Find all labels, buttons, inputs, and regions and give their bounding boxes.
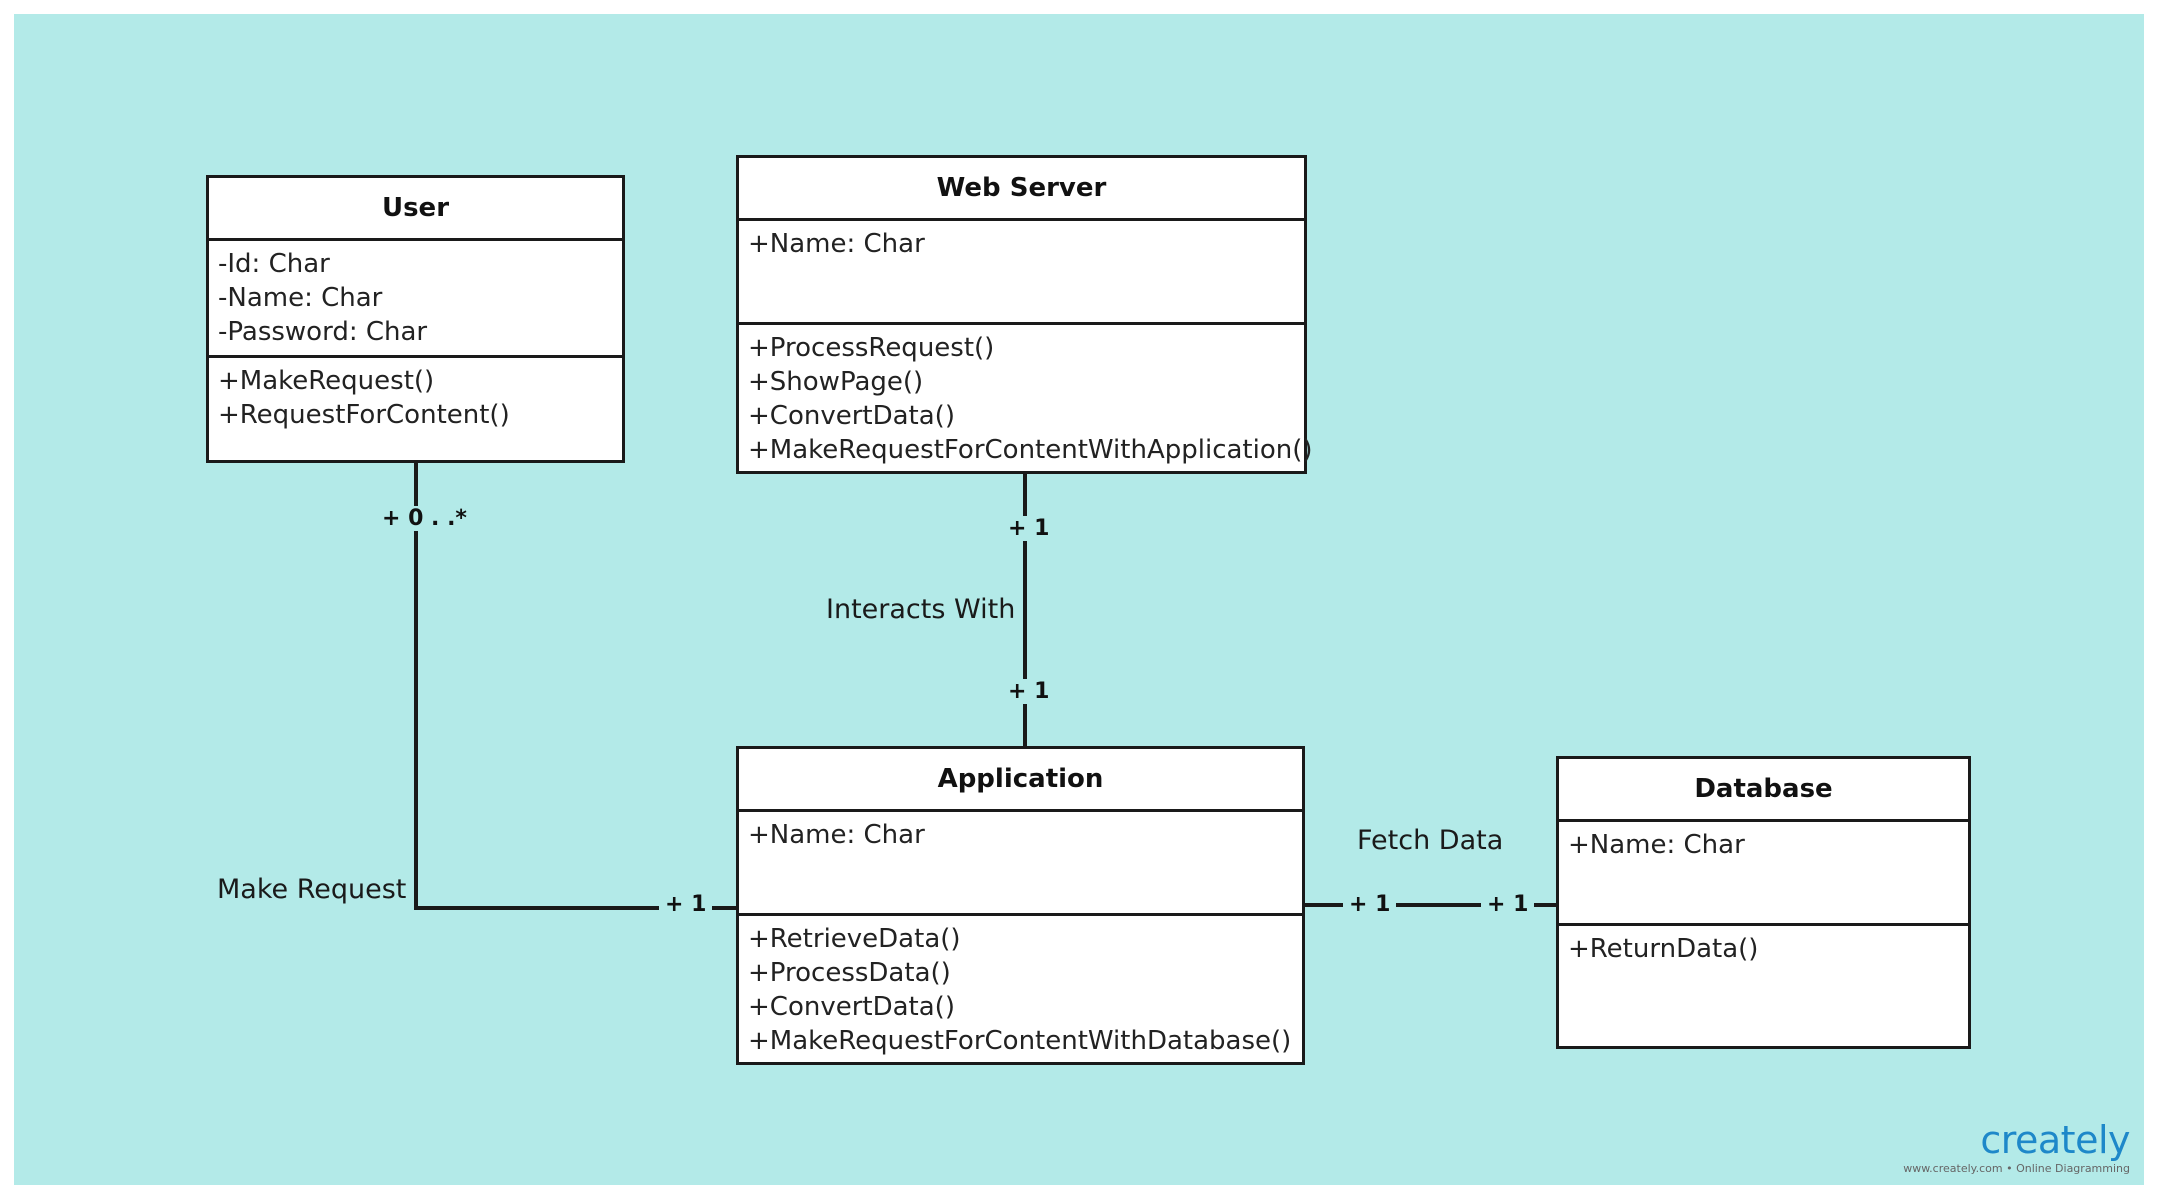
- method: +MakeRequestForContentWithApplication(): [748, 435, 1313, 465]
- class-application[interactable]: Application +Name: Char +RetrieveData() …: [736, 746, 1305, 1065]
- class-database-name: Database: [1559, 759, 1968, 822]
- class-user-name: User: [209, 178, 622, 241]
- method: +ReturnData(): [1568, 934, 1759, 964]
- class-application-attributes: +Name: Char: [739, 812, 1302, 916]
- multiplicity-user-make-request: + 0 . .*: [376, 506, 473, 531]
- class-database-attributes: +Name: Char: [1559, 822, 1968, 926]
- class-web-server-attributes: +Name: Char: [739, 221, 1304, 325]
- method: +ConvertData(): [748, 401, 955, 431]
- method: +ConvertData(): [748, 992, 955, 1022]
- class-web-server-name: Web Server: [739, 158, 1304, 221]
- association-label-make-request: Make Request: [217, 874, 407, 905]
- multiplicity-app-make-request: + 1: [659, 892, 713, 917]
- class-user-methods: +MakeRequest() +RequestForContent(): [209, 358, 622, 432]
- connector-user-vertical: [414, 462, 418, 910]
- attribute: -Id: Char: [218, 249, 330, 279]
- method: +ShowPage(): [748, 367, 924, 397]
- method: +ProcessRequest(): [748, 333, 995, 363]
- class-user-attributes: -Id: Char -Name: Char -Password: Char: [209, 241, 622, 358]
- attribute: -Name: Char: [218, 283, 383, 313]
- class-application-methods: +RetrieveData() +ProcessData() +ConvertD…: [739, 916, 1302, 1058]
- multiplicity-server-interacts: + 1: [1002, 516, 1056, 541]
- association-label-interacts-with: Interacts With: [826, 594, 1016, 625]
- connector-server-app: [1023, 472, 1027, 750]
- class-web-server-methods: +ProcessRequest() +ShowPage() +ConvertDa…: [739, 325, 1313, 467]
- connector-app-db: [1300, 903, 1574, 907]
- class-user[interactable]: User -Id: Char -Name: Char -Password: Ch…: [206, 175, 625, 463]
- creately-logo: creately www.creately.com • Online Diagr…: [1903, 1118, 2130, 1175]
- attribute: +Name: Char: [748, 229, 925, 259]
- attribute: +Name: Char: [748, 820, 925, 850]
- multiplicity-app-fetch: + 1: [1343, 892, 1397, 917]
- class-database[interactable]: Database +Name: Char +ReturnData(): [1556, 756, 1971, 1049]
- method: +ProcessData(): [748, 958, 951, 988]
- diagram-canvas: User -Id: Char -Name: Char -Password: Ch…: [14, 14, 2144, 1185]
- attribute: +Name: Char: [1568, 830, 1745, 860]
- creately-logo-word: creately: [1980, 1118, 2130, 1162]
- creately-logo-tagline: www.creately.com • Online Diagramming: [1903, 1162, 2130, 1175]
- method: +RetrieveData(): [748, 924, 961, 954]
- class-database-methods: +ReturnData(): [1559, 926, 1968, 966]
- attribute: -Password: Char: [218, 317, 428, 347]
- connector-user-horizontal: [414, 906, 751, 910]
- multiplicity-app-interacts: + 1: [1002, 679, 1056, 704]
- method: +RequestForContent(): [218, 400, 510, 430]
- class-web-server[interactable]: Web Server +Name: Char +ProcessRequest()…: [736, 155, 1313, 474]
- association-label-fetch-data: Fetch Data: [1357, 825, 1504, 856]
- multiplicity-db-fetch: + 1: [1481, 892, 1535, 917]
- method: +MakeRequestForContentWithDatabase(): [748, 1026, 1292, 1056]
- class-application-name: Application: [739, 749, 1302, 812]
- method: +MakeRequest(): [218, 366, 435, 396]
